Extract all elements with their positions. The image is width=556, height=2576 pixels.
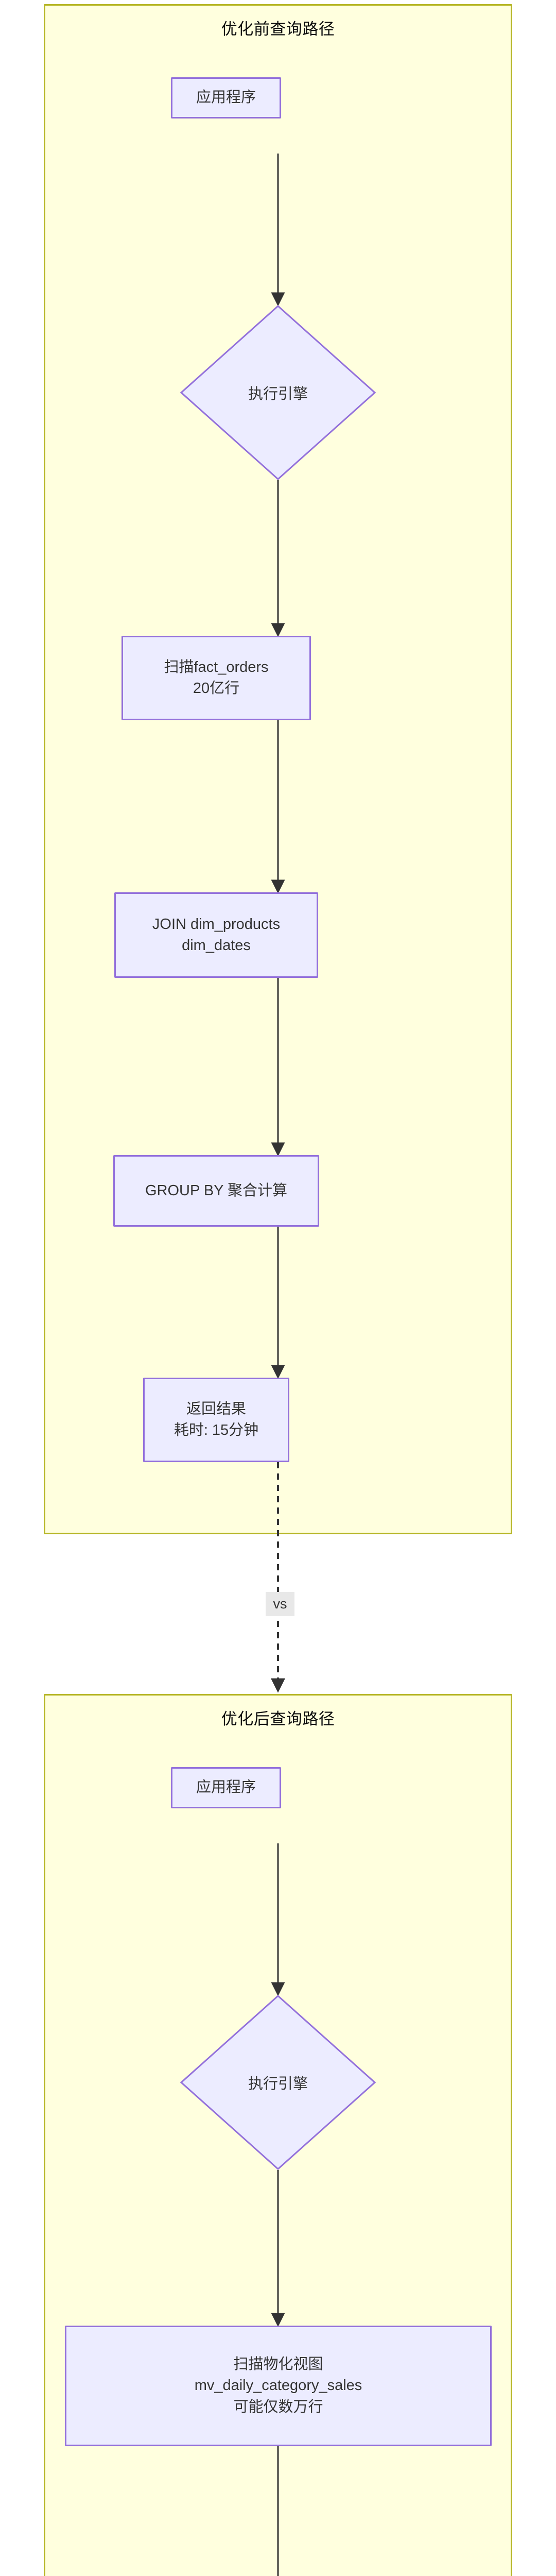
edge-label-vs: vs — [266, 1592, 294, 1616]
node-group-by-label: GROUP BY 聚合计算 — [145, 1182, 288, 1199]
node-app-before-label: 应用程序 — [196, 89, 256, 106]
node-engine-before[interactable]: 执行引擎 — [180, 305, 376, 480]
node-engine-after[interactable]: 执行引擎 — [180, 1995, 376, 2170]
node-app-after-label: 应用程序 — [196, 1779, 256, 1796]
node-mv-line3: 可能仅数万行 — [233, 2398, 323, 2415]
diamond-shape-after — [180, 1995, 376, 2170]
subgraph-before-title: 优化前查询路径 — [221, 20, 335, 38]
node-app-after[interactable]: 应用程序 — [171, 1767, 281, 1808]
node-mv-line2: mv_daily_category_sales — [194, 2377, 362, 2394]
node-app-before[interactable]: 应用程序 — [171, 77, 281, 118]
edge-label-vs-text: vs — [273, 1596, 287, 1612]
node-group-by-aggregate[interactable]: GROUP BY 聚合计算 — [113, 1155, 319, 1227]
node-scan-line2: 20亿行 — [193, 680, 240, 697]
subgraph-before-optimization: 优化前查询路径 — [44, 4, 512, 1534]
subgraph-after-title: 优化后查询路径 — [221, 1710, 335, 1728]
node-mv-line1: 扫描物化视图 — [233, 2356, 323, 2373]
node-join-dims[interactable]: JOIN dim_products dim_dates — [114, 892, 318, 978]
node-scan-line1: 扫描fact_orders — [164, 658, 269, 675]
diamond-shape-before — [180, 305, 376, 480]
node-result-before-line1: 返回结果 — [186, 1400, 246, 1417]
node-result-before[interactable]: 返回结果 耗时: 15分钟 — [143, 1378, 289, 1462]
node-result-before-line2: 耗时: 15分钟 — [173, 1422, 259, 1438]
node-join-line2: dim_dates — [182, 937, 251, 954]
node-scan-materialized-view[interactable]: 扫描物化视图 mv_daily_category_sales 可能仅数万行 — [65, 2326, 492, 2446]
node-join-line1: JOIN dim_products — [152, 916, 281, 933]
node-scan-fact-orders[interactable]: 扫描fact_orders 20亿行 — [121, 636, 311, 720]
